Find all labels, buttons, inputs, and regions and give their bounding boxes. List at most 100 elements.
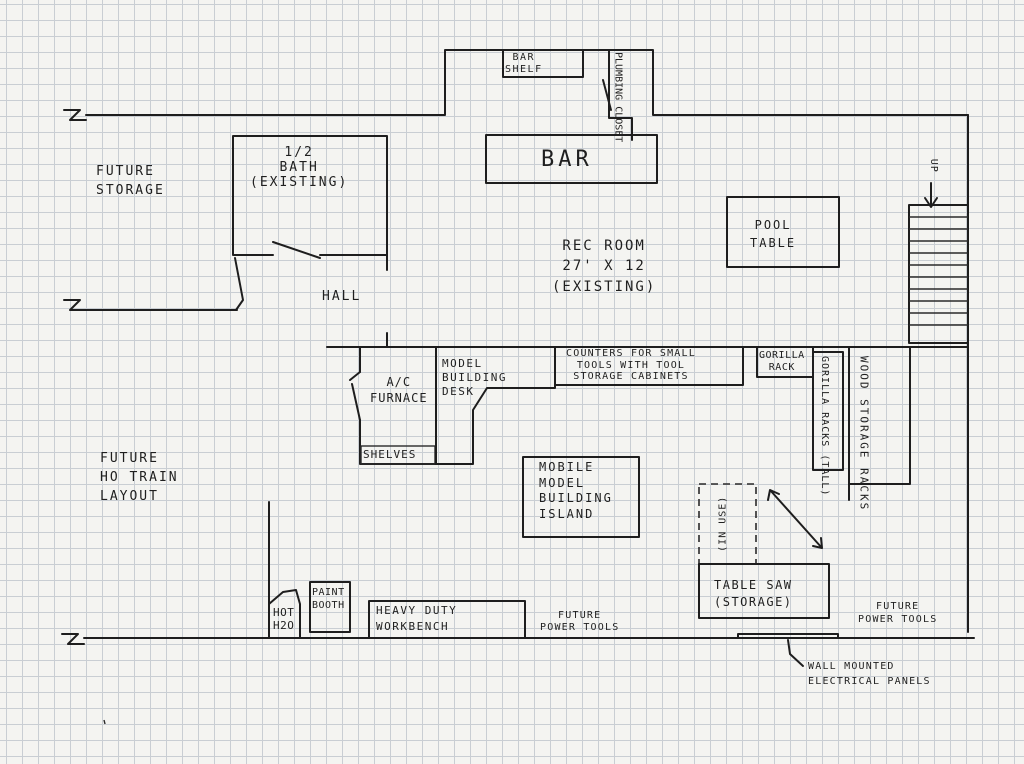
mobile-island-label-line4: ISLAND: [539, 506, 595, 521]
stairs: [908, 204, 969, 344]
wood-storage-racks-label-line1: WOOD: [857, 356, 871, 391]
bar-shelf-label-line1: BAR: [512, 52, 536, 63]
pool-table-label-line2: TABLE: [750, 236, 797, 250]
half-bath-label-line3: (EXISTING): [250, 174, 349, 190]
pool-table: [726, 196, 840, 268]
wood-storage-racks-label-line3: RACKS: [857, 468, 871, 512]
gorilla-rack-label-line1: GORILLA: [759, 350, 805, 361]
rec-room-label-line2: 27' X 12: [562, 258, 646, 275]
hall-label: HALL: [322, 289, 362, 304]
hot-water-label: HOT H2O: [273, 606, 294, 632]
counters-label-line2: TOOLS WITH TOOL: [576, 359, 686, 371]
future-train-layout-label-line3: LAYOUT: [100, 488, 159, 504]
ac-furnace-label-line2: FURNACE: [370, 390, 428, 405]
table-saw-move-arrow: [767, 489, 823, 549]
bath-walls: [232, 135, 388, 271]
workbench-label-line2: WORKBENCH: [376, 619, 450, 633]
gorilla-racks-tall-label-line1: GORILLA RACKS: [819, 356, 830, 448]
stair-up-arrow: [924, 182, 938, 208]
break-mark-top: [63, 109, 87, 121]
furnace-door: [349, 371, 361, 421]
mobile-island: [522, 456, 640, 538]
paint-booth-label-line1: PAINT: [312, 587, 345, 598]
future-power-tools-left-line1: FUTURE: [558, 610, 602, 621]
in-use-label: (IN USE): [717, 495, 729, 552]
pencil-mark: [103, 719, 106, 725]
future-train-layout-label: FUTURE HO TRAIN LAYOUT: [100, 450, 179, 507]
plumbing-closet-label-line1: PLUMBING: [612, 52, 624, 101]
up-label: UP: [927, 158, 939, 173]
paint-booth: [309, 581, 351, 633]
hot-water-label-line2: H2O: [273, 619, 295, 633]
table-saw-label-line2: (STORAGE): [714, 594, 793, 609]
half-bath-label: 1/2 BATH (EXISTING): [250, 145, 349, 191]
paint-booth-label-line2: BOOTH: [312, 600, 345, 611]
plumbing-closet-wall: [608, 49, 633, 141]
pool-table-label-line1: POOL: [754, 218, 792, 232]
bar-shelf: [502, 49, 584, 78]
future-train-layout-label-line2: HO TRAIN: [100, 469, 179, 485]
mobile-island-label-line3: BUILDING: [539, 491, 613, 506]
workbench-label: HEAVY DUTY WORKBENCH: [376, 603, 457, 635]
pool-table-label: POOL TABLE: [750, 216, 796, 252]
wall-mounted-panels-label: WALL MOUNTED ELECTRICAL PANELS: [808, 660, 931, 689]
wall-mounted-panels-line2: ELECTRICAL PANELS: [808, 675, 931, 687]
mobile-island-label-line1: MOBILE: [539, 460, 595, 474]
hot-water-label-line1: HOT: [273, 606, 295, 619]
future-storage-label-line2: STORAGE: [96, 182, 165, 198]
wood-storage-racks: [848, 346, 911, 501]
model-desk-label: MODEL BUILDING DESK: [442, 357, 507, 398]
gorilla-rack-label: GORILLA RACK: [759, 350, 805, 374]
mobile-island-label-line2: MODEL: [539, 475, 586, 490]
table-saw-label-line1: TABLE SAW: [714, 578, 793, 592]
model-desk-label-line2: BUILDING: [442, 370, 507, 384]
rec-room-label: REC ROOM 27' X 12 (EXISTING): [552, 236, 656, 297]
future-storage-label: FUTURE STORAGE: [96, 163, 165, 201]
future-power-tools-right-line2: POWER TOOLS: [858, 614, 938, 625]
paint-booth-label: PAINT BOOTH: [312, 586, 345, 612]
counters: [554, 346, 744, 386]
wood-storage-racks-label: WOOD STORAGE RACKS: [856, 356, 870, 511]
bar-label: BAR: [541, 147, 593, 172]
bar-shelf-label: BAR SHELF: [505, 52, 543, 75]
future-power-tools-right-line1: FUTURE: [876, 601, 920, 612]
plumbing-closet-label: PLUMBING CLOSET: [612, 52, 624, 142]
model-desk-label-line3: DESK: [442, 384, 475, 398]
model-desk: [435, 346, 556, 465]
table-saw-storage: [698, 563, 830, 619]
hot-water-enclosure: [268, 589, 301, 639]
counters-label-line1: COUNTERS FOR SMALL: [566, 348, 696, 359]
stair-treads: [909, 216, 968, 326]
future-power-tools-left-line2: POWER TOOLS: [540, 622, 620, 633]
counters-label: COUNTERS FOR SMALL TOOLS WITH TOOL STORA…: [566, 348, 696, 383]
electrical-panels: [737, 633, 839, 639]
half-bath-label-line1: 1/2: [284, 145, 314, 160]
bar-shelf-label-line2: SHELF: [505, 63, 543, 75]
half-bath-label-line2: BATH: [279, 159, 319, 175]
future-power-tools-right-label: FUTURE POWER TOOLS: [858, 600, 937, 626]
panels-leader: [787, 639, 804, 667]
wood-storage-racks-label-line2: STORAGE: [857, 399, 871, 460]
ac-furnace-label: A/C FURNACE: [370, 375, 428, 406]
bath-hall-wall: [234, 257, 244, 311]
break-mark-bottom: [61, 633, 85, 645]
future-train-layout-label-line1: FUTURE: [100, 451, 159, 466]
gorilla-rack-label-line2: RACK: [768, 362, 795, 373]
gorilla-racks-tall: [812, 351, 844, 471]
wall-mounted-panels-line1: WALL MOUNTED: [808, 661, 895, 672]
future-power-tools-left-label: FUTURE POWER TOOLS: [540, 610, 619, 634]
rec-room-label-line1: REC ROOM: [562, 238, 646, 254]
model-desk-label-line1: MODEL: [442, 357, 483, 370]
counters-label-line3: STORAGE CABINETS: [573, 371, 689, 382]
shelves-label: SHELVES: [363, 448, 417, 461]
rec-room-label-line3: (EXISTING): [552, 278, 657, 295]
bath-door-swing: [272, 241, 388, 259]
bar-counter: [485, 134, 658, 184]
plumbing-closet-label-line2: CLOSET: [612, 106, 624, 143]
mobile-island-label: MOBILE MODEL BUILDING ISLAND: [539, 460, 613, 522]
workbench: [368, 600, 526, 639]
gorilla-racks-tall-label-line2: (TALL): [819, 454, 830, 497]
future-storage-label-line1: FUTURE: [96, 164, 155, 179]
plumbing-closet-door: [602, 79, 612, 111]
